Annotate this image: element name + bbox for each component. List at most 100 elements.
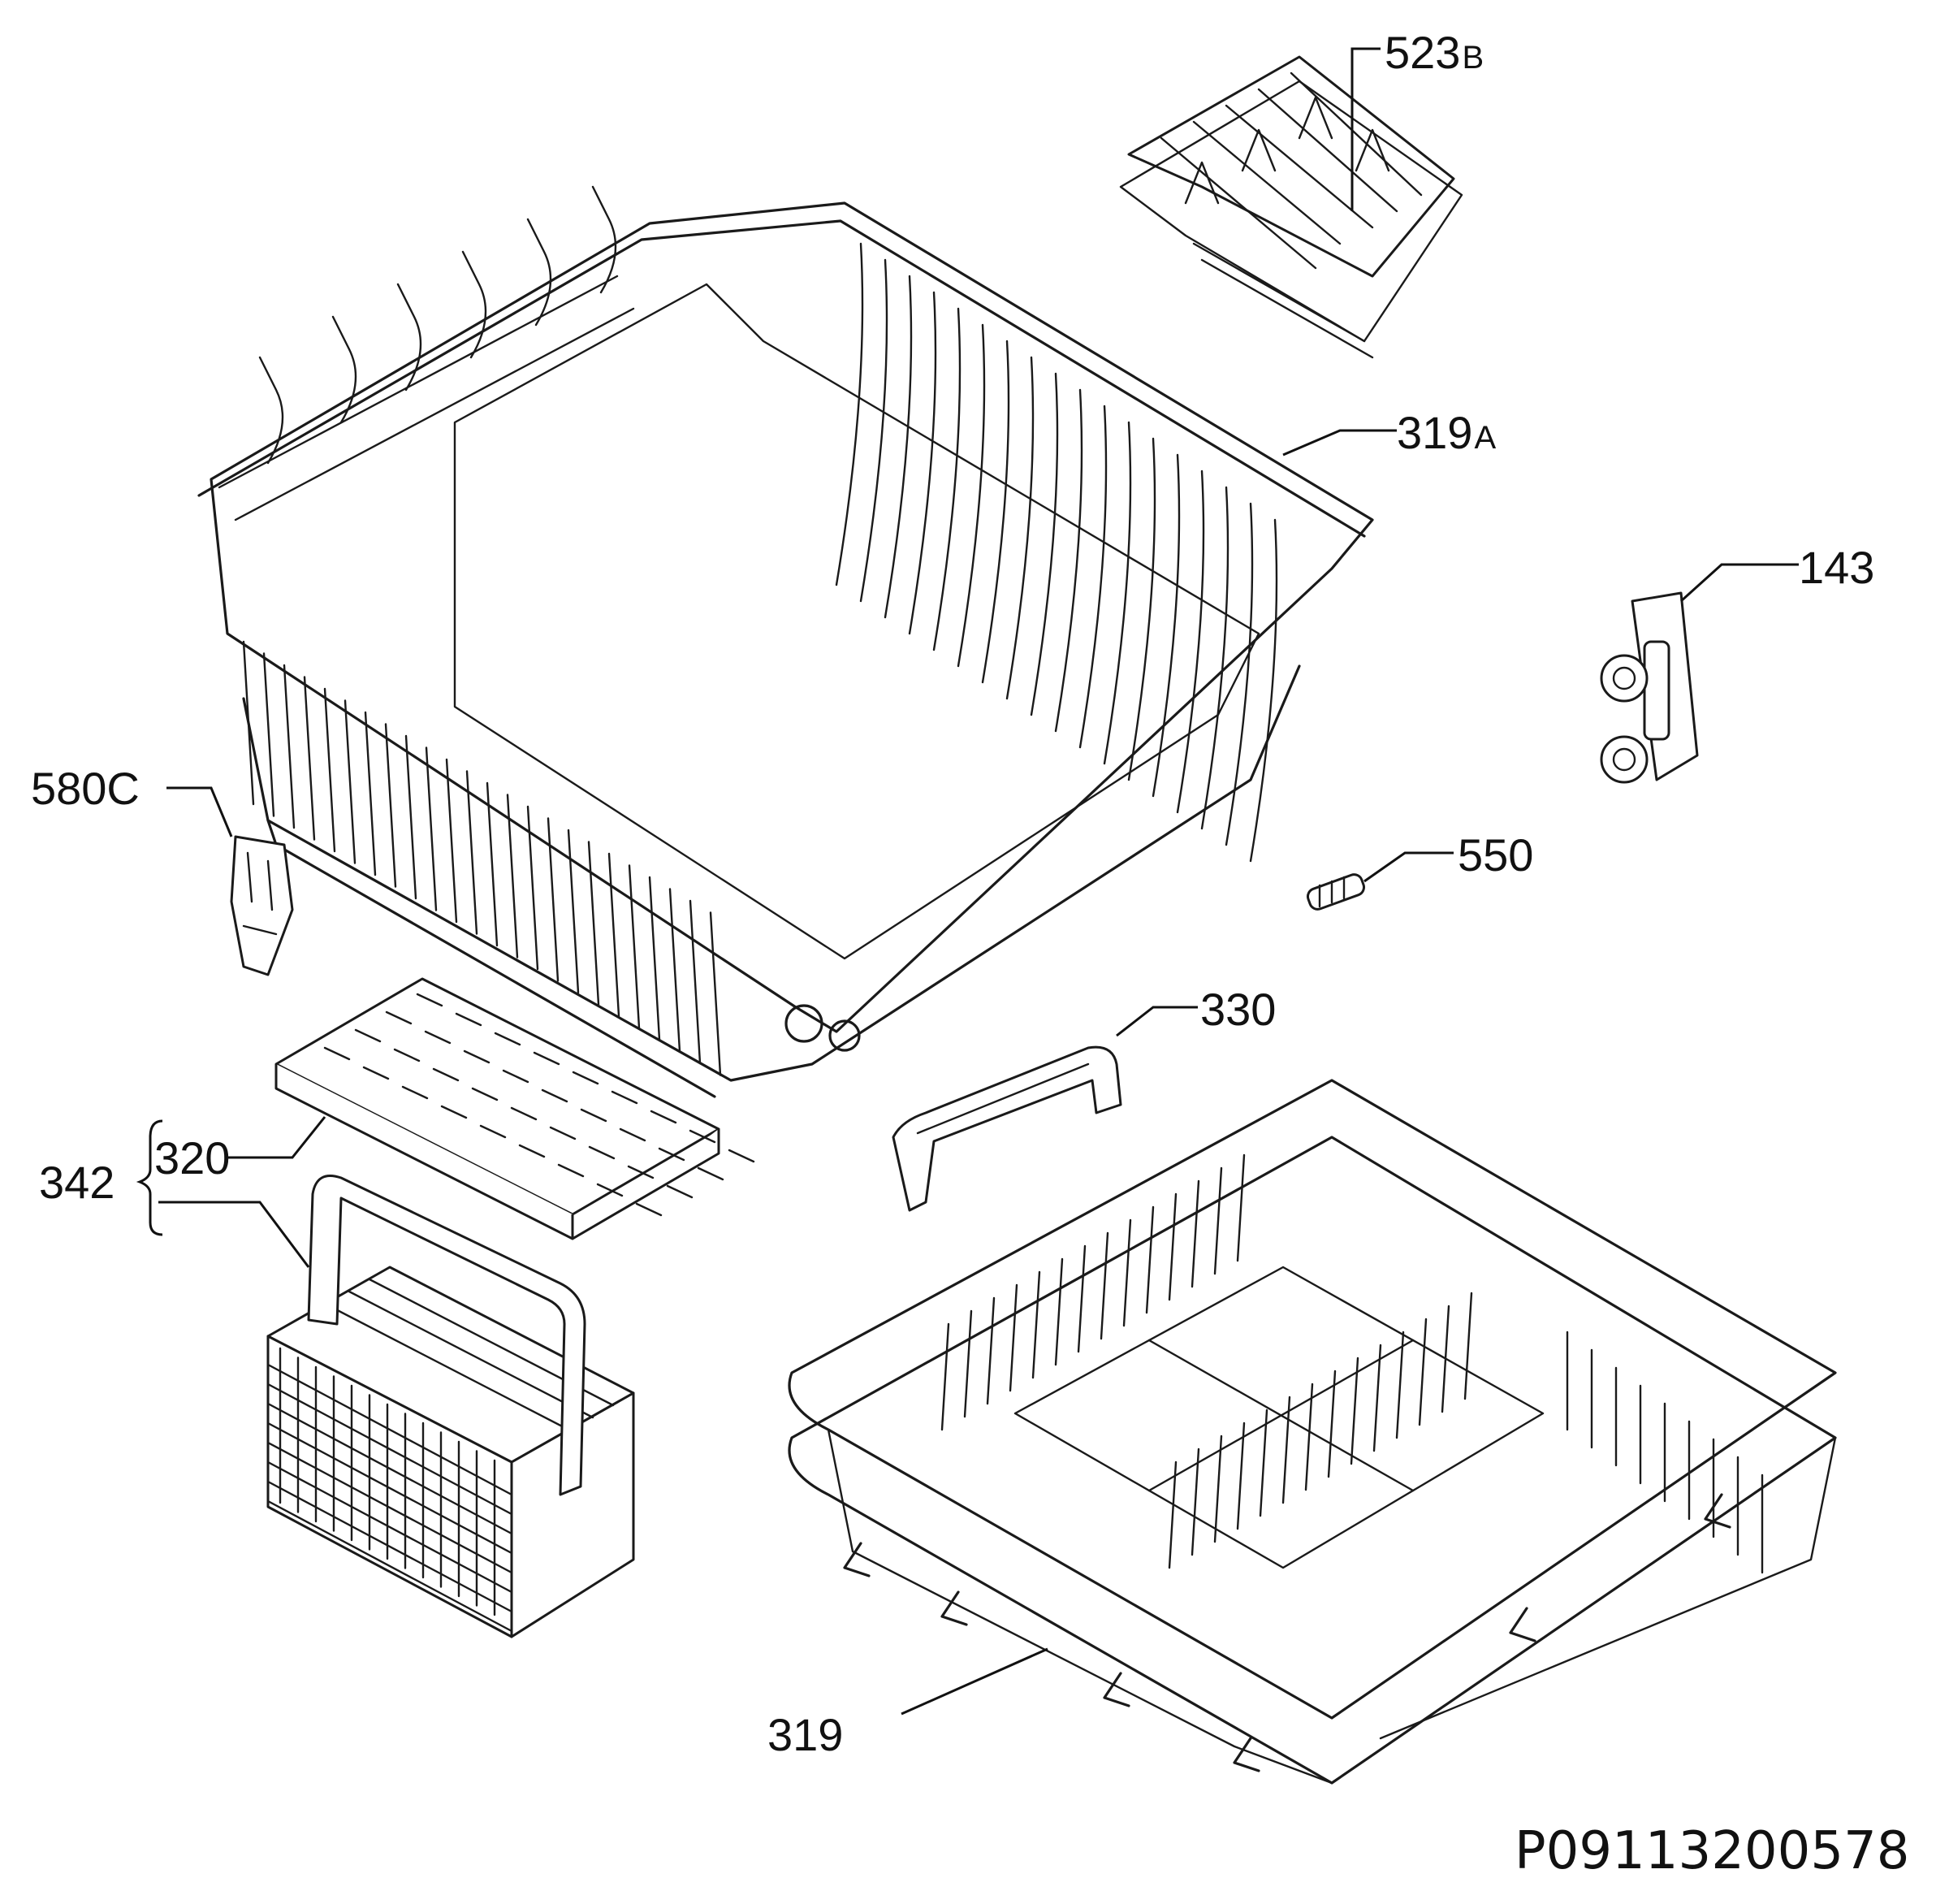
wire-segment	[940, 1322, 950, 1431]
wire-segment	[580, 1108, 607, 1123]
part-number-319: 319	[767, 1709, 843, 1760]
cutlery-basket-342: 342 320	[39, 977, 755, 1638]
wire-segment	[1704, 1493, 1731, 1529]
wire-segment	[494, 1032, 521, 1046]
wire-segment	[547, 817, 560, 982]
wire-segment	[650, 1110, 677, 1124]
wire-segment	[510, 1106, 538, 1121]
wire-segment	[1259, 1409, 1268, 1517]
wire-segment	[463, 1049, 490, 1064]
wheel-bracket-143: 143	[1600, 542, 1874, 784]
wire-segment	[1233, 1737, 1260, 1772]
wire-segment	[1103, 1672, 1130, 1707]
cup-rack-523b: 523B	[1119, 27, 1484, 359]
wire-segment	[1213, 1166, 1223, 1275]
wire-segment	[465, 770, 478, 935]
wire-segment	[1168, 1192, 1178, 1301]
wire-segment	[283, 664, 296, 829]
wire-segment	[344, 699, 357, 864]
wire-segment	[1327, 1370, 1337, 1478]
wire-segment	[266, 1422, 513, 1555]
wire-segment	[1009, 1283, 1018, 1392]
wire-segment	[385, 1010, 413, 1025]
wire-segment	[666, 1184, 694, 1199]
wire-segment	[1152, 453, 1181, 798]
wire-segment	[401, 1085, 429, 1100]
wire-segment	[1441, 1305, 1450, 1413]
wire-segment	[432, 1067, 460, 1082]
wire-segment	[1200, 486, 1229, 830]
wire-segment	[835, 242, 864, 586]
wire-segment	[728, 1149, 755, 1163]
wire-segment	[1005, 356, 1035, 700]
wire-segment	[1509, 1607, 1536, 1642]
wire-segment	[981, 340, 1010, 684]
wire-segment	[619, 1127, 646, 1142]
wire-segment	[1122, 1218, 1132, 1327]
wire-segment	[1236, 1153, 1246, 1262]
wire-segment	[502, 1069, 529, 1084]
wire-segment	[384, 723, 397, 888]
wire-segment	[425, 746, 438, 911]
wire-segment	[689, 899, 702, 1065]
handle-330: 330	[892, 984, 1276, 1212]
wire-segment	[1225, 502, 1254, 846]
wire-segment	[648, 876, 661, 1041]
wire-segment	[567, 829, 580, 994]
wire-segment	[440, 1105, 468, 1119]
part-number-580c: 580C	[31, 763, 140, 814]
wire-segment	[1031, 1270, 1041, 1379]
wire-segment	[1418, 1318, 1428, 1426]
wire-segment	[697, 1166, 724, 1181]
wire-segment	[963, 1309, 973, 1418]
wire-segment	[859, 258, 888, 603]
wire-segment	[1191, 1179, 1200, 1288]
wire-segment	[1213, 1434, 1223, 1543]
wire-segment	[1236, 1422, 1246, 1530]
drawing-reference-code: P09113200578	[1515, 1821, 1910, 1881]
wire-segment	[1103, 421, 1132, 765]
wire-segment	[1054, 1257, 1064, 1366]
rail-stop-580c: 580C	[31, 763, 294, 976]
wire-segment	[627, 1165, 655, 1179]
wire-segment	[628, 864, 641, 1029]
wire-segment	[506, 794, 519, 958]
wire-segment	[607, 852, 620, 1018]
wire-segment	[1372, 1344, 1382, 1452]
upper-basket-319a	[197, 185, 1374, 1098]
wire-segment	[940, 1590, 968, 1626]
wire-segment	[533, 1051, 560, 1066]
wire-segment	[479, 1124, 507, 1139]
part-number-550: 550	[1458, 829, 1533, 881]
wire-segment	[266, 1402, 513, 1535]
wire-segment	[635, 1202, 663, 1217]
wire-segment	[486, 781, 499, 947]
wire-segment	[266, 1363, 513, 1496]
wire-segment	[557, 1163, 585, 1178]
wire-segment	[588, 1145, 616, 1160]
wire-segment	[908, 291, 937, 635]
wire-segment	[471, 1087, 499, 1101]
wire-segment	[843, 1542, 871, 1577]
wire-segment	[518, 1144, 546, 1158]
wire-segment	[541, 1088, 568, 1103]
wire-segment	[1304, 1383, 1314, 1491]
wire-segment	[1249, 518, 1278, 863]
pin-550: 550	[1306, 829, 1533, 911]
wire-segment	[404, 734, 417, 900]
wire-segment	[1350, 1357, 1359, 1465]
wire-segment	[354, 1028, 382, 1043]
wire-segment	[668, 888, 681, 1053]
wire-segment	[658, 1147, 685, 1162]
wire-segment	[303, 676, 316, 841]
lower-basket-319: 319	[767, 1079, 1837, 1785]
wire-segment	[1127, 437, 1156, 781]
wire-segment	[1145, 1205, 1155, 1314]
wire-segment	[266, 1441, 513, 1574]
wire-segment	[1030, 372, 1059, 716]
wire-segment	[611, 1090, 638, 1105]
wire-segment	[1077, 1244, 1087, 1353]
wire-segment	[986, 1296, 996, 1405]
wire-segment	[1168, 1460, 1178, 1569]
